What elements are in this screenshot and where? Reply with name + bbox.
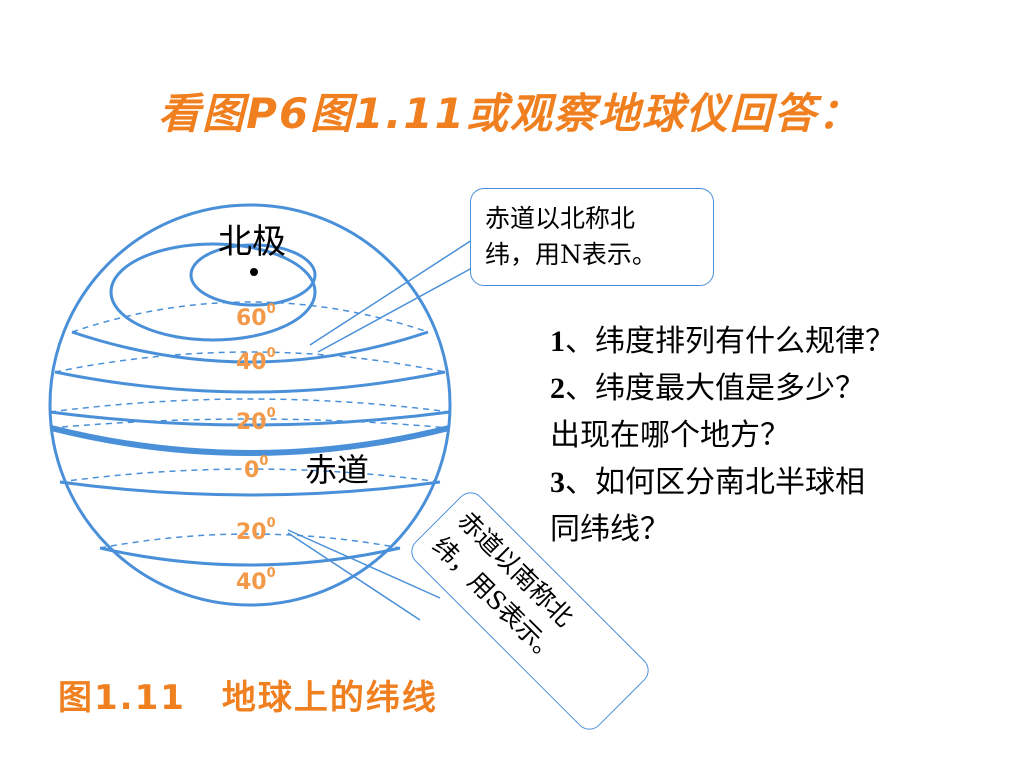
latitude-label-60n: 600 <box>236 302 276 331</box>
question-line: 2、纬度最大值是多少？ <box>550 371 865 406</box>
latitude-40n-front <box>54 370 446 394</box>
latitude-20n-back <box>49 398 451 413</box>
north-pole-dot <box>250 268 258 276</box>
callout-north-line1: 赤道以北称北 <box>485 204 636 233</box>
callout-north: 赤道以北称北 纬，用N表示。 <box>470 188 714 286</box>
latitude-60n-front <box>71 330 429 364</box>
latitude-label-equator: 00 <box>244 454 269 483</box>
question-line: 出现在哪个地方？ <box>550 418 790 453</box>
latitude-40s-front <box>99 546 401 567</box>
equator-label: 赤道 <box>305 451 370 489</box>
latitude-label-20n: 200 <box>236 406 276 435</box>
latitude-label-40s: 400 <box>236 566 276 595</box>
latitude-circle-polar-inner <box>189 243 317 307</box>
latitude-20n-front <box>49 410 451 427</box>
figure-caption: 图1.11 地球上的纬线 <box>58 678 438 718</box>
callout-south-pointer <box>287 529 441 621</box>
callout-north-pointer <box>309 239 473 353</box>
north-pole-label: 北极 <box>218 222 286 262</box>
latitude-circle-polar-outer <box>109 242 317 342</box>
question-line: 1、纬度排列有什么规律？ <box>550 324 895 359</box>
equator-line-front <box>50 425 450 456</box>
question-line: 3、如何区分南北半球相 <box>550 465 865 500</box>
question-list: 1、纬度排列有什么规律？ 2、纬度最大值是多少？ 出现在哪个地方？ 3、如何区分… <box>550 318 1020 553</box>
globe-outline <box>48 203 452 607</box>
latitude-20s-front <box>59 480 441 497</box>
latitude-label-40n: 400 <box>236 346 276 375</box>
latitude-label-20s: 200 <box>236 516 276 545</box>
slide-title: 看图P6图1.11或观察地球仪回答： <box>158 89 862 138</box>
equator-line-back <box>50 418 450 429</box>
callout-north-line2: 纬，用N表示。 <box>485 240 657 269</box>
latitude-20s-back <box>59 468 441 483</box>
question-line: 同纬线？ <box>550 512 670 547</box>
